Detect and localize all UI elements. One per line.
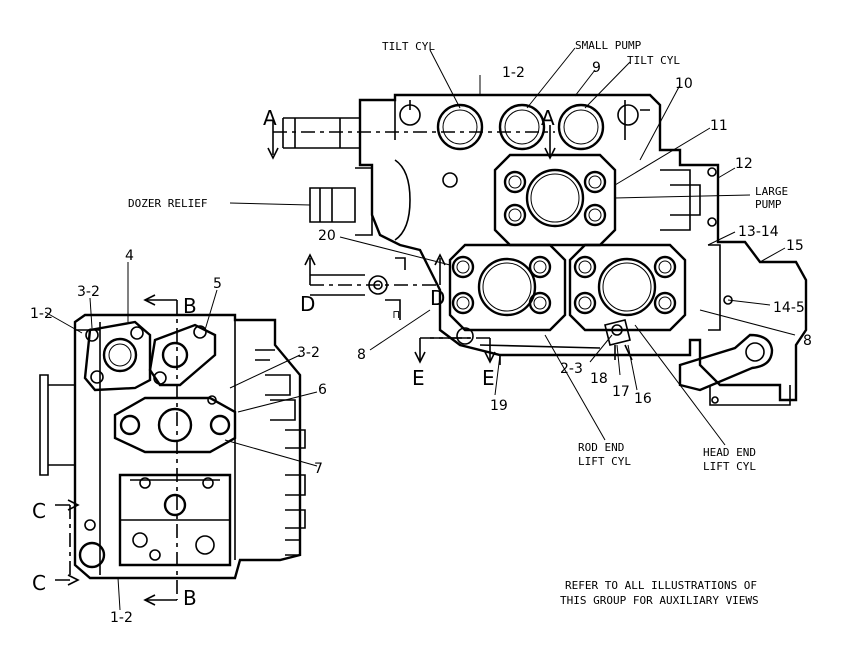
e-port-fitting: [456, 327, 474, 345]
callout-8-mid: 8: [357, 347, 366, 363]
large-pump-flange: [493, 153, 617, 247]
callout-19: 19: [490, 398, 508, 414]
callout-8-right: 8: [803, 333, 812, 349]
side-valve-view: [39, 313, 306, 580]
section-letter-a-left: A: [263, 106, 277, 130]
callout-6: 6: [318, 382, 327, 398]
callout-1-2-left: 1-2: [30, 306, 53, 322]
label-tilt-cyl-left: TILT CYL: [382, 40, 435, 53]
leader-lines-main: [229, 47, 796, 446]
head-end-flange: [568, 243, 687, 332]
rod-end-flange: [448, 243, 567, 332]
callout-4: 4: [125, 248, 134, 264]
flange-bolts-rod-end: [451, 255, 552, 315]
side-fittings: [265, 374, 306, 556]
control-lever: [678, 333, 774, 392]
callout-15: 15: [786, 238, 804, 254]
callout-12: 12: [735, 156, 753, 172]
section-letter-e-right: E: [482, 366, 495, 390]
flange-bolts-upper: [503, 170, 607, 227]
main-valve-view: ⊓: [282, 93, 808, 406]
note-line-1: REFER TO ALL ILLUSTRATIONS OF: [565, 579, 757, 592]
section-letters: A A B B C C D D E E: [32, 106, 555, 610]
label-large-pump-line1: LARGE: [755, 185, 788, 198]
dozer-relief-port: [309, 187, 356, 223]
leader-lines-side: [44, 262, 318, 611]
label-rod-end-line2: LIFT CYL: [578, 455, 631, 468]
component-labels: TILT CYL SMALL PUMP TILT CYL DOZER RELIE…: [128, 39, 788, 473]
label-tilt-cyl-right: TILT CYL: [627, 54, 680, 67]
callout-16: 16: [634, 391, 652, 407]
pilot-valve-16: [604, 319, 631, 346]
label-small-pump: SMALL PUMP: [575, 39, 642, 52]
callout-3-2-mid: 3-2: [297, 345, 320, 361]
label-head-end-line2: LIFT CYL: [703, 460, 756, 473]
note-line-2: THIS GROUP FOR AUXILIARY VIEWS: [560, 594, 759, 607]
a-port-shaft: [282, 117, 360, 149]
section-letter-b-top: B: [183, 294, 197, 318]
tilt-cyl-bore-right: [557, 103, 605, 151]
section-letter-d-right: D: [430, 286, 445, 310]
callout-7: 7: [314, 461, 323, 477]
callout-5: 5: [213, 276, 222, 292]
section-letter-c-bottom: C: [32, 571, 46, 595]
callout-1-2-bottom: 1-2: [110, 610, 133, 626]
callout-14-5: 14-5: [773, 300, 805, 316]
callout-17: 17: [612, 384, 630, 400]
small-pump-bore: [498, 103, 546, 151]
side-body-outline: [73, 313, 302, 580]
section-letter-b-bottom: B: [183, 586, 197, 610]
label-head-end-line1: HEAD END: [703, 446, 756, 459]
label-large-pump-line2: PUMP: [755, 198, 782, 211]
valve-body-outline: [358, 93, 808, 402]
callout-13-14: 13-14: [738, 224, 779, 240]
callout-1-2-top: 1-2: [502, 65, 525, 81]
lower-valve-block: [118, 473, 232, 567]
svg-text:⊓: ⊓: [393, 308, 400, 321]
callout-20: 20: [318, 228, 336, 244]
reference-note: REFER TO ALL ILLUSTRATIONS OF THIS GROUP…: [560, 579, 759, 607]
callout-9: 9: [592, 60, 601, 76]
label-dozer-relief: DOZER RELIEF: [128, 197, 207, 210]
callout-numbers: 1-2 9 10 11 12 13-14 15 14-5 8 20 8 2-3 …: [30, 60, 812, 626]
callout-11: 11: [710, 118, 728, 134]
section-letter-e-left: E: [412, 366, 425, 390]
section-lines-main: [267, 120, 556, 364]
callout-10: 10: [675, 76, 693, 92]
callout-18: 18: [590, 371, 608, 387]
callout-3-2-top: 3-2: [77, 284, 100, 300]
section-letter-a-right: A: [541, 106, 555, 130]
section-lines-side: [55, 294, 178, 606]
side-mount-plate: [39, 374, 75, 476]
tilt-cyl-bore-left: [436, 103, 484, 151]
section-letter-d-left: D: [300, 292, 315, 316]
flange-bolts-head-end: [573, 255, 677, 315]
section-letter-c-top: C: [32, 499, 46, 523]
port-flange-6: [113, 396, 237, 454]
port-flange-4: [83, 320, 152, 392]
label-rod-end-line1: ROD END: [578, 441, 624, 454]
callout-2-3: 2-3: [560, 361, 583, 377]
